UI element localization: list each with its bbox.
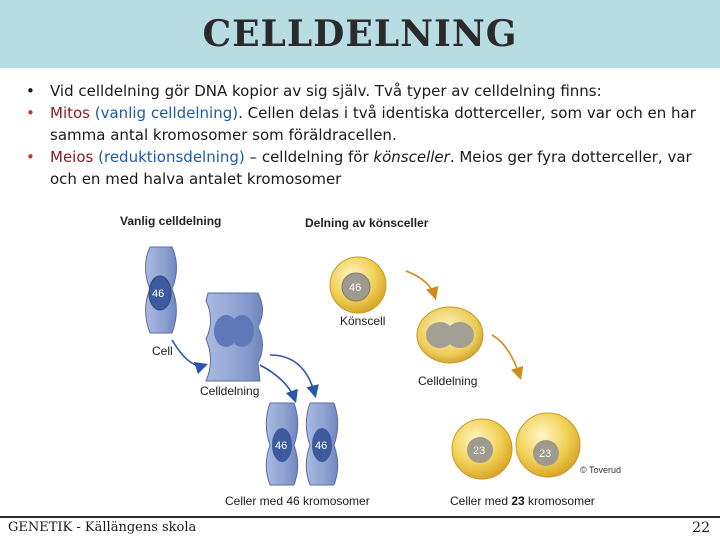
- label-cell: Cell: [152, 344, 173, 358]
- nucleus: [341, 272, 371, 302]
- term-meios: Meios: [50, 148, 94, 166]
- bullet-dot: •: [26, 148, 35, 166]
- nucleus-left: [426, 322, 454, 348]
- nucleus: [312, 428, 332, 462]
- bullet-dot: •: [26, 82, 35, 100]
- page-title: CELLDELNING: [202, 13, 518, 55]
- bullet-text: . Meios ger fyra dotterceller, var och e…: [50, 148, 692, 188]
- bullet-list: • Vid celldelning gör DNA kopior av sig …: [26, 80, 706, 190]
- cell-division-figure: Vanlig celldelning Delning av könsceller…: [110, 205, 630, 515]
- arrow-icon: [171, 339, 209, 375]
- bullet-item-mitos: • Mitos (vanlig celldelning). Cellen del…: [26, 102, 706, 146]
- chromosome-count: 46: [315, 440, 327, 452]
- bullet-item: • Vid celldelning gör DNA kopior av sig …: [26, 80, 706, 102]
- arrow-icon: [269, 354, 319, 399]
- page-number: 22: [692, 520, 710, 536]
- bullet-text: – celldelning för: [244, 148, 374, 166]
- chromosome-count: 46: [275, 440, 287, 452]
- chromosome-count: 23: [473, 445, 485, 457]
- caption-right-c: kromosomer: [525, 494, 595, 508]
- caption-right-b: 23: [511, 494, 525, 508]
- caption-right: Celler med 23 kromosomer: [450, 494, 595, 508]
- title-band: CELLDELNING: [0, 0, 720, 68]
- arrow-icon: [259, 364, 298, 404]
- copyright-text: © Toverud: [580, 465, 621, 475]
- heading-vanlig: Vanlig celldelning: [120, 214, 221, 228]
- term-mitos: Mitos: [50, 104, 90, 122]
- label-celldelning-left: Celldelning: [200, 384, 259, 398]
- term-meios-paren: (reduktionsdelning): [98, 148, 245, 166]
- nucleus: [533, 440, 559, 466]
- bullet-dot: •: [26, 104, 35, 122]
- chromosome-count: 46: [349, 282, 361, 294]
- bullet-text: . Cellen delas i två identiska dottercel…: [50, 104, 696, 144]
- bullet-item-meios: • Meios (reduktionsdelning) – celldelnin…: [26, 146, 706, 190]
- figure-svg: Vanlig celldelning Delning av könsceller…: [120, 214, 621, 508]
- chromosome-count: 46: [152, 288, 164, 300]
- arrow-icon: [491, 334, 524, 381]
- arrow-icon: [405, 270, 439, 301]
- nucleus-right: [446, 322, 474, 348]
- nucleus-right: [230, 315, 254, 347]
- label-konscell: Könscell: [340, 314, 385, 328]
- chromosome-count: 23: [539, 448, 551, 460]
- heading-konsceller: Delning av könsceller: [305, 216, 429, 230]
- label-celldelning-right: Celldelning: [418, 374, 477, 388]
- footer-divider: [0, 516, 720, 518]
- caption-left: Celler med 46 kromosomer: [225, 494, 370, 508]
- caption-right-a: Celler med: [450, 494, 511, 508]
- nucleus: [272, 428, 292, 462]
- nucleus: [148, 275, 172, 311]
- bullet-text: Vid celldelning gör DNA kopior av sig sj…: [50, 82, 602, 100]
- footer-label: GENETIK - Källängens skola: [8, 520, 197, 535]
- bullet-italic: könsceller: [373, 148, 450, 166]
- term-mitos-paren: (vanlig celldelning): [94, 104, 239, 122]
- nucleus: [467, 437, 493, 463]
